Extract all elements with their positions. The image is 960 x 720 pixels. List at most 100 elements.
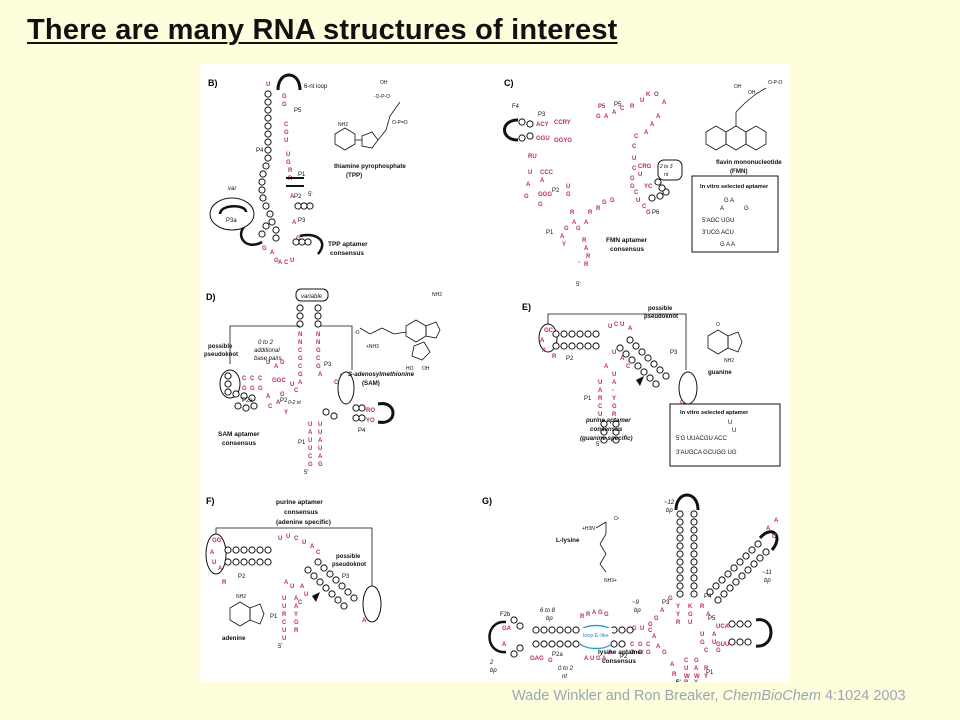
svg-text:A: A bbox=[270, 250, 275, 256]
svg-text:P3: P3 bbox=[298, 218, 306, 224]
svg-text:W: W bbox=[694, 674, 700, 680]
svg-text:(FMN): (FMN) bbox=[730, 168, 748, 175]
svg-text:C: C bbox=[294, 536, 299, 542]
svg-text:C: C bbox=[308, 454, 313, 460]
svg-text:C: C bbox=[634, 190, 639, 196]
svg-text:OH: OH bbox=[422, 366, 430, 372]
svg-text:-: - bbox=[578, 260, 580, 266]
svg-text:A: A bbox=[644, 130, 649, 136]
svg-text:A: A bbox=[652, 634, 657, 640]
svg-text:possible: possible bbox=[208, 344, 233, 350]
svg-text:6-nt loop: 6-nt loop bbox=[304, 84, 328, 90]
svg-text:G: G bbox=[688, 612, 693, 618]
svg-text:G: G bbox=[646, 210, 651, 216]
svg-text:C: C bbox=[258, 376, 263, 382]
svg-text:Y: Y bbox=[704, 674, 708, 680]
svg-text:purine aptamer: purine aptamer bbox=[585, 417, 631, 424]
svg-text:U: U bbox=[284, 138, 288, 144]
svg-text:bp: bp bbox=[634, 608, 641, 614]
svg-text:P5: P5 bbox=[598, 104, 606, 110]
panel-letter: B) bbox=[208, 78, 218, 88]
svg-text:W: W bbox=[684, 674, 690, 680]
svg-text:U: U bbox=[728, 420, 732, 426]
slide-title: There are many RNA structures of interes… bbox=[27, 14, 618, 46]
svg-text:GGU: GGU bbox=[536, 136, 550, 142]
svg-text:A: A bbox=[612, 380, 617, 386]
svg-text:variable: variable bbox=[301, 294, 323, 300]
svg-text:P2: P2 bbox=[566, 356, 574, 362]
svg-text:R: R bbox=[704, 666, 709, 672]
svg-text:RO: RO bbox=[366, 408, 375, 414]
svg-text:Y: Y bbox=[612, 396, 616, 402]
svg-text:A: A bbox=[294, 596, 299, 602]
svg-text:C: C bbox=[334, 380, 339, 386]
svg-text:C: C bbox=[614, 322, 619, 328]
svg-text:(guanine specific): (guanine specific) bbox=[580, 435, 633, 442]
panel-letter: G) bbox=[482, 496, 492, 506]
svg-text:GUU: GUU bbox=[716, 642, 729, 648]
svg-text:G: G bbox=[668, 596, 673, 602]
svg-text:N: N bbox=[316, 340, 320, 346]
svg-text:A: A bbox=[294, 604, 299, 610]
svg-text:R: R bbox=[588, 210, 593, 216]
svg-text:Y: Y bbox=[294, 612, 298, 618]
svg-text:G: G bbox=[316, 364, 321, 370]
svg-text:P2: P2 bbox=[280, 398, 288, 404]
svg-text:A: A bbox=[612, 110, 617, 116]
svg-text:U: U bbox=[566, 184, 570, 190]
svg-text:U: U bbox=[598, 412, 602, 418]
svg-text:consensus: consensus bbox=[284, 509, 318, 516]
svg-text:A: A bbox=[628, 326, 633, 332]
svg-text:C: C bbox=[298, 348, 303, 354]
svg-text:A: A bbox=[540, 178, 545, 184]
svg-text:G: G bbox=[274, 258, 279, 264]
svg-text:P2a: P2a bbox=[242, 398, 253, 404]
svg-text:P1: P1 bbox=[546, 230, 554, 236]
svg-text:C: C bbox=[284, 122, 289, 128]
svg-text:In vitro selected aptamer: In vitro selected aptamer bbox=[700, 184, 769, 190]
svg-text:G: G bbox=[662, 650, 667, 656]
svg-text:O-P-O: O-P-O bbox=[768, 80, 783, 86]
svg-text:R: R bbox=[598, 396, 603, 402]
svg-text:U: U bbox=[772, 534, 776, 540]
svg-text:A: A bbox=[774, 518, 779, 524]
svg-text:U: U bbox=[278, 536, 282, 542]
svg-text:P1: P1 bbox=[584, 396, 592, 402]
svg-text:A: A bbox=[592, 610, 597, 616]
svg-text:lysine aptamer: lysine aptamer bbox=[598, 649, 644, 656]
svg-text:CCRY: CCRY bbox=[554, 120, 571, 126]
svg-text:pseudoknot: pseudoknot bbox=[332, 562, 366, 568]
svg-text:loop E-like: loop E-like bbox=[583, 633, 609, 639]
svg-text:C: C bbox=[620, 106, 625, 112]
svg-text:K: K bbox=[646, 92, 651, 98]
svg-text:G: G bbox=[258, 386, 263, 392]
svg-text:P3a: P3a bbox=[226, 218, 237, 224]
svg-text:A: A bbox=[656, 644, 661, 650]
svg-text:SAM aptamer: SAM aptamer bbox=[218, 431, 260, 438]
svg-text:U: U bbox=[318, 446, 322, 452]
svg-text:U: U bbox=[598, 380, 602, 386]
panel-letter: C) bbox=[504, 78, 514, 88]
svg-text:G: G bbox=[598, 610, 603, 616]
svg-text:G: G bbox=[646, 650, 651, 656]
svg-text:Y: Y bbox=[676, 604, 680, 610]
svg-text:0-2 nt: 0-2 nt bbox=[288, 400, 301, 406]
svg-text:A: A bbox=[318, 372, 323, 378]
svg-text:Y: Y bbox=[562, 242, 566, 248]
svg-text:R: R bbox=[570, 210, 575, 216]
svg-text:C: C bbox=[298, 600, 303, 606]
svg-text:~11: ~11 bbox=[762, 570, 772, 576]
svg-text:U: U bbox=[640, 626, 644, 632]
svg-text:A: A bbox=[560, 234, 565, 240]
svg-text:C: C bbox=[630, 642, 635, 648]
svg-text:A: A bbox=[266, 394, 271, 400]
svg-text:U: U bbox=[612, 350, 616, 356]
svg-text:U: U bbox=[302, 540, 306, 546]
svg-text:A: A bbox=[620, 356, 625, 362]
svg-text:G: G bbox=[632, 626, 637, 632]
svg-text:A: A bbox=[210, 550, 215, 556]
svg-text:R: R bbox=[676, 620, 681, 626]
svg-text:U: U bbox=[688, 620, 692, 626]
